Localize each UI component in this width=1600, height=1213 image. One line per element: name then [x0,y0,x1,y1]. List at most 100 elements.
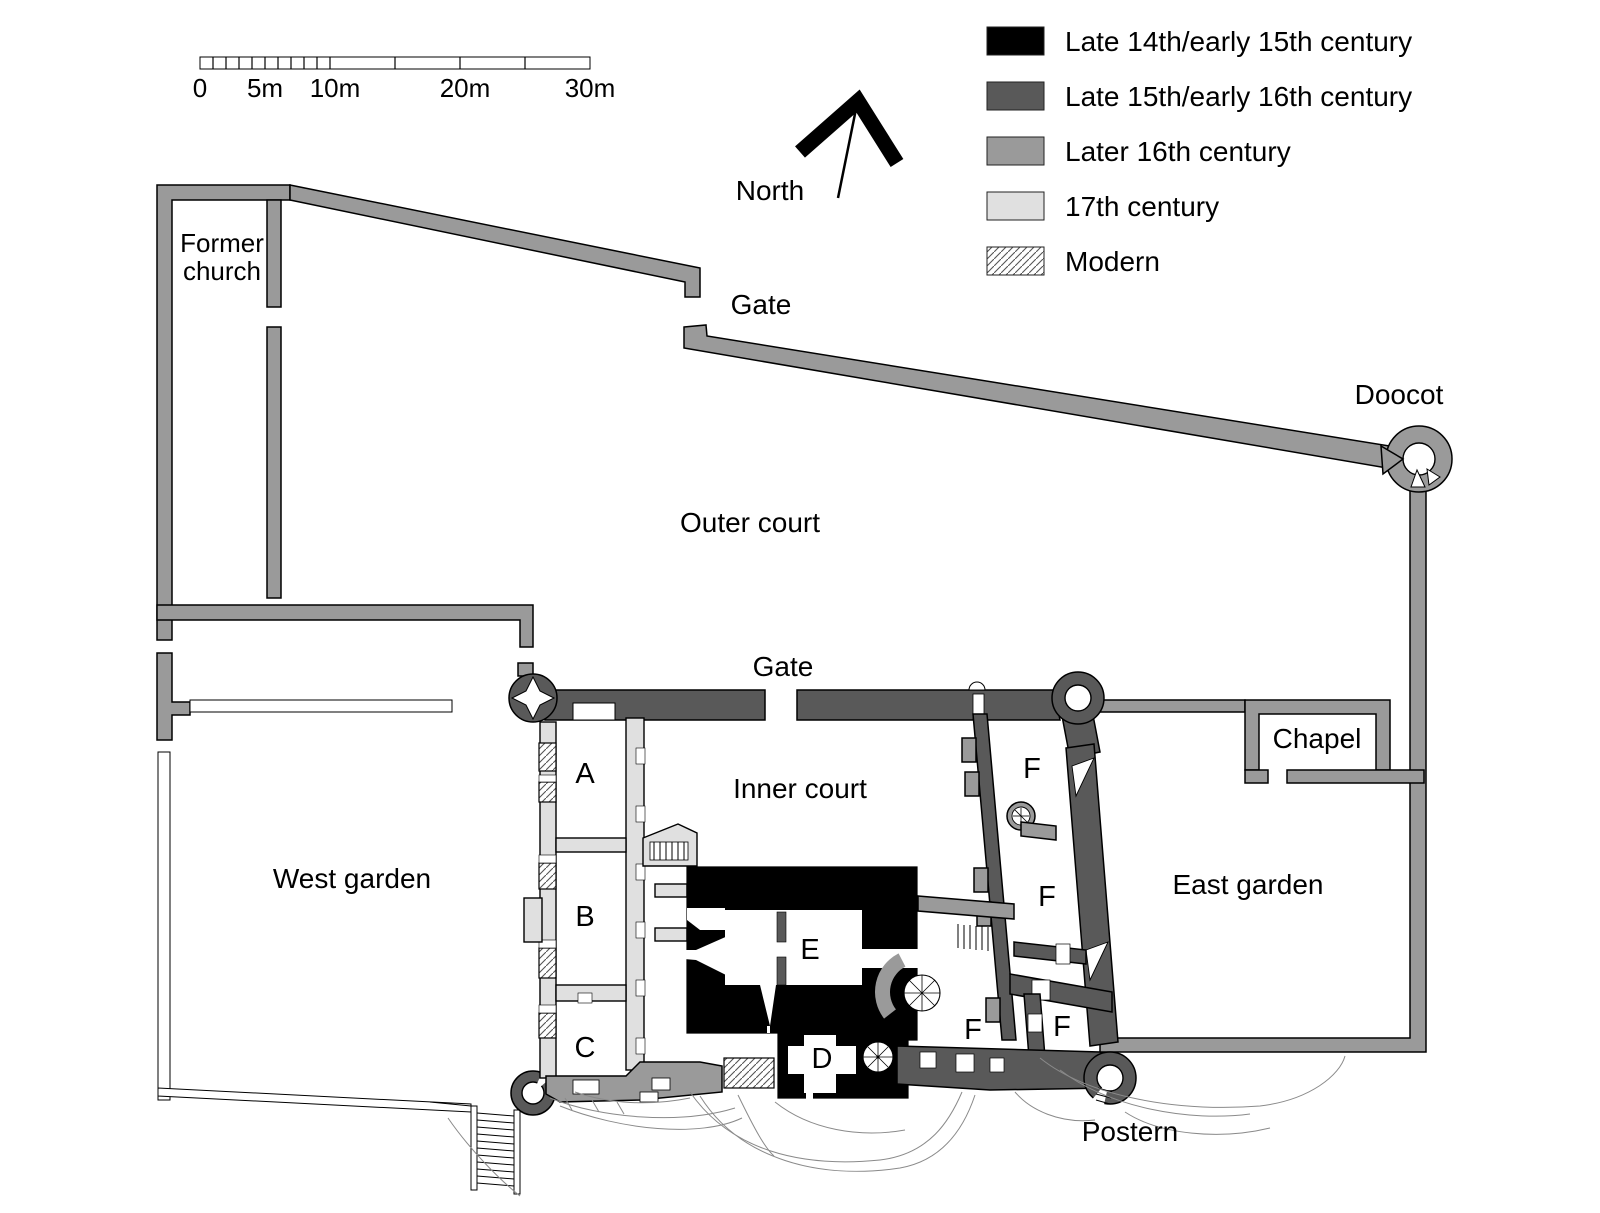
doorway [1055,943,1071,965]
outer-court-south-wall [156,604,534,648]
north-label: North [736,175,804,206]
room-label-a: A [575,758,595,790]
nw-tower-interior [510,675,556,721]
room-label-f1: F [1023,753,1041,785]
stair-turret [1006,801,1057,841]
wall-stub [654,883,688,898]
room-label-e: E [800,934,819,966]
east-range-east-wall [1065,743,1119,1047]
doocot-slit [1410,468,1426,488]
former-church-label-line1: Former [180,228,264,258]
chapel-wall-stub [1244,769,1269,784]
east-garden-north-wall [1097,699,1246,713]
east-range: F F F F [896,713,1119,1091]
tower-house: E D [684,866,918,1100]
legend-swatch-modern [986,246,1045,276]
scale-bar: 0 5m 10m 20m 30m [193,56,616,103]
west-garden-west-wall [157,751,171,1101]
room-label-d: D [812,1043,833,1075]
former-church-wall-lower [266,326,282,599]
ne-tower [1051,671,1105,759]
doorway [577,992,593,1004]
gallery-stair [917,895,1015,951]
doorway [639,1091,659,1103]
west-range: A B C [523,717,646,1079]
cross-wall [1013,941,1087,965]
rock-contours [447,1055,1346,1197]
doorway [572,702,616,721]
outer-gate-label: Gate [731,289,792,320]
ne-tower-interior [1064,684,1092,712]
partition-stub [776,911,787,943]
gunloop-embrasure [760,985,776,1033]
postern-steps [1095,1087,1113,1105]
legend-label-period2: Late 15th/early 16th century [1065,81,1412,112]
legend-label-period3: Later 16th century [1065,136,1291,167]
gunloop-embrasure [1085,941,1109,982]
west-garden-north-wall [189,699,453,713]
scale-label-30m: 30m [565,73,616,103]
spiral-stair [862,1041,894,1073]
west-range-bay [523,897,543,943]
doorway [955,1053,975,1073]
doorway [1027,1013,1043,1033]
legend: Late 14th/early 15th century Late 15th/e… [986,26,1412,277]
west-garden-south-wall [157,1087,472,1113]
inner-court-north-wall [544,681,1061,721]
north-arrow-shaft [836,103,859,199]
room-divider-a-b [555,837,627,853]
inner-court-label: Inner court [733,773,867,804]
outer-wall-north-long [683,324,1403,471]
outer-wall-northwest-diagonal [289,184,701,298]
west-garden-stairs [429,1101,521,1195]
room-e-interior [725,910,862,985]
east-range-west-wall [972,713,1017,1041]
north-arrow-icon [795,89,904,167]
east-garden-label: East garden [1173,869,1324,900]
scale-label-0: 0 [193,73,207,103]
outer-enclosure-walls [156,184,1427,1053]
gunloop-embrasure [1071,757,1095,798]
room-label-b: B [575,901,594,933]
doocot-wall-junction [1380,444,1405,476]
corridor [862,949,918,968]
doorway [572,1079,600,1095]
area-labels: Outer court Inner court West garden East… [180,228,1443,1147]
north-compass: North [736,89,904,206]
legend-label-period1: Late 14th/early 15th century [1065,26,1412,57]
inner-north-wall-east [796,689,1061,721]
legend-swatch-period2 [986,81,1045,111]
stair-rail [513,1109,521,1195]
south-wall [545,1061,723,1103]
legend-label-period4: 17th century [1065,191,1219,222]
chapel-label: Chapel [1273,723,1362,754]
great-stair [875,953,941,1019]
west-garden-label: West garden [273,863,431,894]
scale-bar-ticks [212,57,526,69]
stair-arc [875,953,906,1019]
legend-label-modern: Modern [1065,246,1160,277]
postern-label: Postern [1082,1116,1179,1147]
room-label-f4: F [1053,1011,1071,1043]
legend-swatch-period3 [986,136,1045,166]
scale-label-5m: 5m [247,73,283,103]
scale-label-10m: 10m [310,73,361,103]
west-range-east-wall [625,717,645,1071]
modern-block [723,1057,775,1089]
gunloop-embrasure [684,935,730,977]
forestair-treads [653,842,685,860]
west-garden [157,699,472,1113]
legend-swatch-period1 [986,26,1045,56]
chapel-south-wall [1286,769,1425,784]
south-range-wall [545,1057,775,1103]
recess [687,908,725,930]
room-label-f2: F [1038,881,1056,913]
doorway [651,1077,671,1091]
sw-tower [510,1070,556,1116]
doocot-interior [1402,442,1436,476]
doorway [989,1057,1005,1073]
former-church-label-line2: church [183,256,261,286]
postern-tower [1083,1051,1137,1109]
